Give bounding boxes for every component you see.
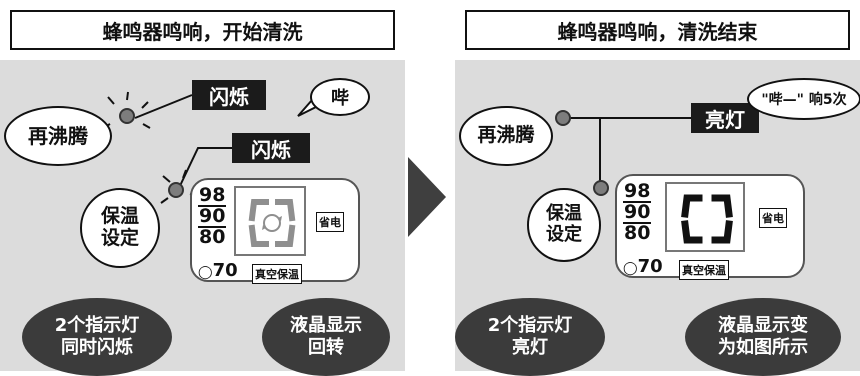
step-arrow-icon [408,157,446,237]
temp-98: 98 [624,180,651,202]
reboil-button[interactable]: 再沸腾 [4,106,112,166]
note-line-1: 2个指示灯 [487,314,573,336]
water-level: ◯70 [623,256,663,277]
keepwarm-label-1: 保温 [100,205,139,228]
water-drop-icon: ◯ [198,265,213,280]
note-lcd-changes: 液晶显示变 为如图所示 [685,298,841,376]
temp-90: 90 [623,201,652,224]
water-level: ◯70 [198,260,238,281]
water-level-value: 70 [637,256,663,277]
lcd-panel: 98 90 80 省电 ◯70 真空保温 [615,174,805,280]
lcd-screen [234,186,306,256]
keepwarm-label-1: 保温 [546,203,582,225]
note-lcd-rotate: 液晶显示 回转 [262,298,390,376]
blink-label-reboil: 闪烁 [192,80,266,110]
vacuum-indicator: 真空保温 [252,264,302,284]
note-two-lights-blink: 2个指示灯 同时闪烁 [22,298,172,376]
finished-display-icon [681,194,733,244]
note-line-1: 2个指示灯 [54,314,140,336]
temperature-list: 98 90 80 [198,184,227,248]
lcd-panel: 98 90 80 省电 ◯70 真空保温 [190,178,360,284]
light-on-label: 亮灯 [691,103,759,133]
reboil-led [119,108,135,124]
keepwarm-label-2: 设定 [100,227,139,249]
blink-label-keepwarm: 闪烁 [232,133,310,163]
keepwarm-button[interactable]: 保温 设定 [527,188,601,262]
beep-bubble: 哔 [310,78,370,116]
temperature-list: 98 90 80 [623,180,652,244]
note-line-1: 液晶显示变 [718,314,808,336]
keepwarm-button[interactable]: 保温 设定 [80,188,160,268]
rotating-display-icon [248,199,296,247]
beep-5-times-bubble: "哔—" 响5次 [747,78,860,120]
temp-90: 90 [198,205,227,228]
temp-80: 80 [624,222,651,244]
temp-80: 80 [199,226,226,248]
note-line-2: 亮灯 [512,337,548,358]
panel-end-cleaning: 蜂鸣器鸣响，清洗结束 亮灯 "哔—" 响5次 再沸腾 保温 设定 98 90 8… [455,0,860,376]
vacuum-indicator: 真空保温 [679,260,729,280]
water-drop-icon: ◯ [623,261,638,276]
keepwarm-led [593,180,609,196]
temp-98: 98 [199,184,226,206]
lcd-screen [665,182,745,252]
note-line-2: 回转 [308,337,344,358]
water-level-value: 70 [212,260,238,281]
panel-title: 蜂鸣器鸣响，开始清洗 [10,10,395,50]
note-line-2: 为如图所示 [718,337,808,358]
note-line-2: 同时闪烁 [61,337,133,358]
reboil-led [555,110,571,126]
panel-title: 蜂鸣器鸣响，清洗结束 [465,10,850,50]
eco-indicator: 省电 [759,208,787,228]
panel-start-cleaning: 蜂鸣器鸣响，开始清洗 闪烁 闪烁 哔 再沸腾 保温 设定 98 90 [0,0,405,376]
keepwarm-led [168,182,184,198]
note-two-lights-on: 2个指示灯 亮灯 [455,298,605,376]
keepwarm-label-2: 设定 [546,224,582,245]
blink-rays [102,91,199,204]
eco-indicator: 省电 [316,212,344,232]
reboil-button[interactable]: 再沸腾 [459,106,553,166]
note-line-1: 液晶显示 [290,314,362,336]
